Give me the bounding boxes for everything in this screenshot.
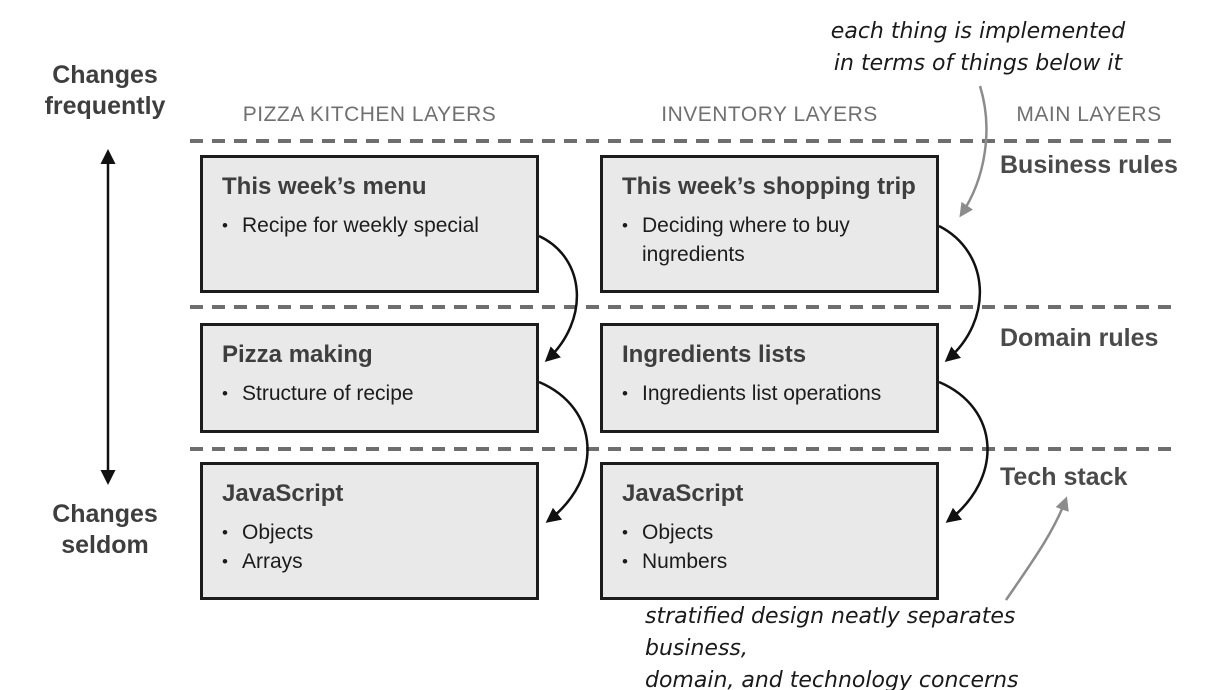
- changes-frequently-label: Changes frequently: [44, 61, 166, 120]
- bullet-text: Objects: [642, 521, 714, 544]
- bullet-item: • Recipe for weekly special: [222, 211, 520, 240]
- bullet-item: • Ingredients list operations: [622, 379, 920, 408]
- box-title: This week’s menu: [222, 173, 427, 200]
- bullet-text: Recipe for weekly special: [242, 214, 479, 237]
- box-title: Pizza making: [222, 341, 373, 368]
- bullet-item: • Arrays: [222, 547, 520, 576]
- bullet-icon: •: [622, 552, 628, 571]
- bullet-text: Ingredients list operations: [642, 382, 882, 405]
- bullet-text: Numbers: [642, 550, 728, 573]
- bullet-icon: •: [222, 523, 228, 542]
- column-header-pizza-kitchen: PIZZA KITCHEN LAYERS: [242, 103, 497, 126]
- box-bullets: • Deciding where to buy ingredients: [622, 211, 920, 269]
- annotation-line: in terms of things below it: [833, 51, 1123, 76]
- main-layer-tech-stack: Tech stack: [1000, 463, 1128, 491]
- box-title: JavaScript: [622, 480, 744, 507]
- box-bullets: • Structure of recipe: [222, 379, 520, 408]
- bullet-icon: •: [622, 523, 628, 542]
- bullet-icon: •: [222, 216, 228, 235]
- box-title: This week’s shopping trip: [622, 173, 916, 200]
- layer-arrow-lists-to-js: [938, 380, 989, 523]
- box-pizza-making: Pizza making • Structure of recipe: [200, 323, 539, 433]
- box-bullets: • Ingredients list operations: [622, 379, 920, 408]
- column-header-main-layers: MAIN LAYERS: [1016, 103, 1162, 126]
- bullet-item: • Structure of recipe: [222, 379, 520, 408]
- annotation-line: each thing is implemented: [830, 19, 1126, 44]
- box-ingredients-lists: Ingredients lists • Ingredients list ope…: [600, 323, 939, 433]
- main-layer-domain-rules: Domain rules: [1000, 324, 1159, 352]
- column-header-inventory: INVENTORY LAYERS: [661, 103, 878, 126]
- box-pizza-javascript: JavaScript • Objects • Arrays: [200, 462, 539, 600]
- layer-arrow-pizza-making-to-js: [538, 380, 589, 523]
- box-title: Ingredients lists: [622, 341, 807, 368]
- box-this-weeks-menu: This week’s menu • Recipe for weekly spe…: [200, 155, 539, 293]
- annotation-arrow-bottom: [1004, 496, 1069, 601]
- box-shopping-trip: This week’s shopping trip • Deciding whe…: [600, 155, 939, 293]
- bullet-icon: •: [222, 552, 228, 571]
- annotation-stratified-design: stratified design neatly separates busin…: [645, 601, 1115, 690]
- box-bullets: • Objects • Arrays: [222, 518, 520, 576]
- annotation-arrow-top: [959, 85, 988, 218]
- bullet-item: • Deciding where to buy ingredients: [622, 211, 920, 269]
- bullet-item: • Objects: [222, 518, 520, 547]
- bullet-text: Arrays: [242, 550, 303, 573]
- layer-arrow-pizza-menu-to-making: [538, 234, 578, 363]
- bullet-text: Deciding where to buy ingredients: [642, 214, 850, 266]
- changes-seldom-label: Changes seldom: [52, 500, 158, 559]
- bullet-text: Objects: [242, 521, 314, 544]
- bullet-item: • Objects: [622, 518, 920, 547]
- bullet-icon: •: [222, 384, 228, 403]
- bullet-item: • Numbers: [622, 547, 920, 576]
- annotation-line: domain, and technology concerns: [645, 668, 1019, 690]
- box-inventory-javascript: JavaScript • Objects • Numbers: [600, 462, 939, 600]
- box-bullets: • Recipe for weekly special: [222, 211, 520, 240]
- box-bullets: • Objects • Numbers: [622, 518, 920, 576]
- bullet-icon: •: [622, 384, 628, 403]
- annotation-implemented-below: each thing is implemented in terms of th…: [808, 16, 1148, 80]
- layer-arrow-shopping-to-lists: [938, 224, 981, 362]
- bullet-text: Structure of recipe: [242, 382, 414, 405]
- annotation-line: stratified design neatly separates busin…: [645, 604, 1016, 661]
- main-layer-business-rules: Business rules: [1000, 151, 1178, 179]
- box-title: JavaScript: [222, 480, 344, 507]
- bullet-icon: •: [622, 216, 628, 235]
